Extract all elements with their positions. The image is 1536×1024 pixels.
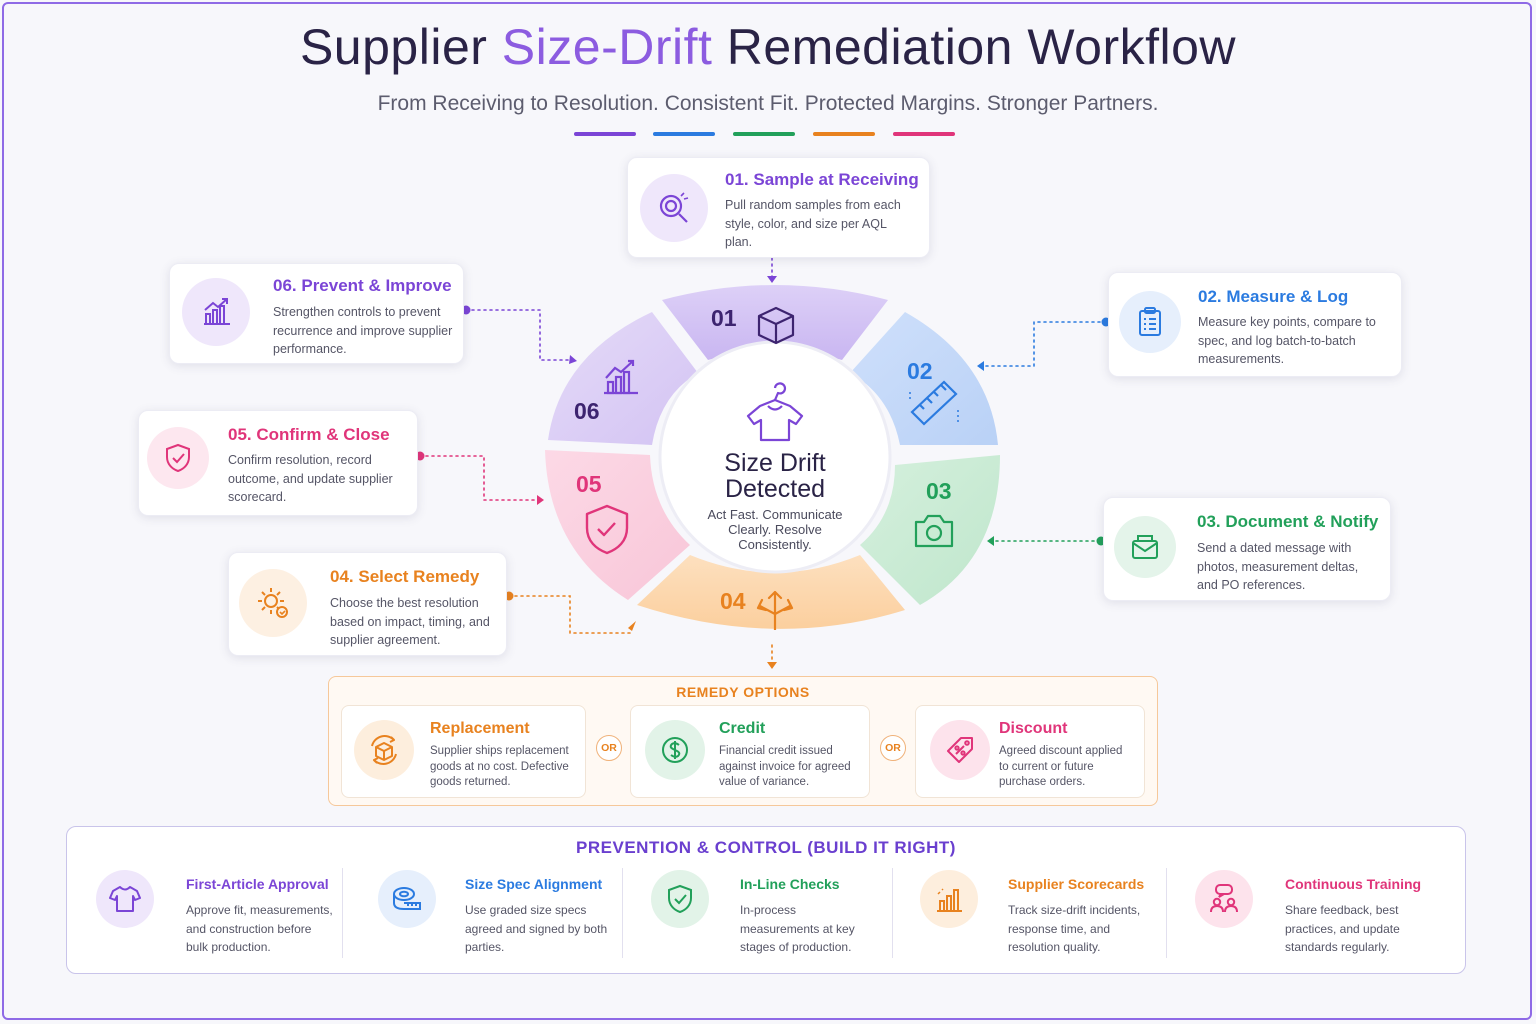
page-subtitle: From Receiving to Resolution. Consistent… xyxy=(377,92,1159,115)
prevention-title-first-article: First-Article Approval xyxy=(186,876,329,892)
remedy-desc-discount: Agreed discount applied to current or fu… xyxy=(999,745,1123,788)
remedy-title-discount: Discount xyxy=(999,720,1068,737)
remedy-title-credit: Credit xyxy=(719,720,766,737)
bar-chart-icon xyxy=(920,870,978,928)
remedy-card-credit: Credit Financial credit issued against i… xyxy=(630,705,870,798)
prevention-item-training: Continuous Training Share feedback, best… xyxy=(1195,866,1435,966)
shirt-icon xyxy=(96,870,154,928)
shield-check-icon xyxy=(147,427,209,489)
divider-4 xyxy=(1166,868,1167,958)
accent-dash-green xyxy=(733,132,795,136)
gear-check-icon xyxy=(239,569,307,637)
dollar-icon xyxy=(645,720,705,780)
prevention-desc-first-article: Approve fit, measurements, and construct… xyxy=(186,903,333,954)
remedy-desc-replacement: Supplier ships replacement goods at no c… xyxy=(430,745,569,788)
prevention-item-size-spec: Size Spec Alignment Use graded size spec… xyxy=(378,866,618,966)
step-desc-05: Confirm resolution, record outcome, and … xyxy=(228,453,393,504)
step-card-03: 03. Document & Notify Send a dated messa… xyxy=(1103,497,1391,601)
workflow-wheel xyxy=(545,285,1000,630)
prevention-header: PREVENTION & CONTROL (BUILD IT RIGHT) xyxy=(576,838,956,857)
growth-chart-icon xyxy=(604,359,638,395)
wheel-segment-02 xyxy=(850,312,998,445)
divider-1 xyxy=(342,868,343,958)
accent-dash-orange xyxy=(813,132,875,136)
segment-label-03: 03 xyxy=(926,478,952,504)
remedy-title-replacement: Replacement xyxy=(430,720,530,737)
segment-label-06: 06 xyxy=(574,398,600,424)
step-card-01: 01. Sample at Receiving Pull random samp… xyxy=(627,157,930,258)
step-card-06: 06. Prevent & Improve Strengthen control… xyxy=(169,263,464,364)
prevention-title-scorecards: Supplier Scorecards xyxy=(1008,876,1145,892)
prevention-item-first-article: First-Article Approval Approve fit, meas… xyxy=(96,866,336,966)
page-title: Supplier Size-Drift Remediation Workflow xyxy=(299,19,1237,75)
step-title-04: 04. Select Remedy xyxy=(330,567,480,586)
shield-check-icon xyxy=(585,504,629,555)
divider-2 xyxy=(622,868,623,958)
magnifier-icon xyxy=(640,174,708,242)
box-icon xyxy=(757,306,795,345)
box-return-icon xyxy=(354,720,414,780)
prevention-desc-inline-checks: In-process measurements at key stages of… xyxy=(740,903,855,954)
shirt-hanger-icon xyxy=(746,382,804,442)
step-title-06: 06. Prevent & Improve xyxy=(273,276,452,295)
wheel-segment-04 xyxy=(637,555,905,629)
center-title: Size Drift Detected xyxy=(724,449,826,503)
clipboard-icon xyxy=(1119,291,1181,353)
ruler-icon xyxy=(909,380,959,426)
center-subtitle: Act Fast. Communicate Clearly. Resolve C… xyxy=(707,507,843,552)
envelope-icon xyxy=(1114,516,1176,578)
prevention-title-training: Continuous Training xyxy=(1285,876,1422,892)
step-desc-01: Pull random samples from each style, col… xyxy=(725,198,901,249)
segment-label-05: 05 xyxy=(576,471,602,497)
step-desc-02: Measure key points, compare to spec, and… xyxy=(1198,315,1376,366)
percent-tag-icon xyxy=(930,720,990,780)
segment-label-02: 02 xyxy=(907,358,933,384)
accent-dash-pink xyxy=(893,132,955,136)
step-title-01: 01. Sample at Receiving xyxy=(725,170,919,189)
step-desc-06: Strengthen controls to prevent recurrenc… xyxy=(273,305,453,356)
step-desc-04: Choose the best resolution based on impa… xyxy=(330,596,490,647)
step-card-05: 05. Confirm & Close Confirm resolution, … xyxy=(138,410,418,516)
step-title-03: 03. Document & Notify xyxy=(1197,512,1379,531)
prevention-title-inline-checks: In-Line Checks xyxy=(740,876,840,892)
step-title-02: 02. Measure & Log xyxy=(1198,287,1349,306)
bar-chart-icon xyxy=(182,278,250,346)
tape-measure-icon xyxy=(378,870,436,928)
prevention-item-inline-checks: In-Line Checks In-process measurements a… xyxy=(651,866,891,966)
segment-label-01: 01 xyxy=(711,305,737,331)
step-card-02: 02. Measure & Log Measure key points, co… xyxy=(1108,272,1402,377)
remedy-options-header: REMEDY OPTIONS xyxy=(676,684,810,700)
step-card-04: 04. Select Remedy Choose the best resolu… xyxy=(228,552,507,656)
shield-check-icon xyxy=(651,870,709,928)
prevention-item-scorecards: Supplier Scorecards Track size-drift inc… xyxy=(920,866,1160,966)
camera-icon xyxy=(914,514,954,548)
wheel-segment-05 xyxy=(545,450,690,600)
or-badge-2: OR xyxy=(880,735,906,761)
remedy-card-discount: Discount Agreed discount applied to curr… xyxy=(915,705,1145,798)
remedy-desc-credit: Financial credit issued against invoice … xyxy=(719,745,851,788)
prevention-title-size-spec: Size Spec Alignment xyxy=(465,876,603,892)
prevention-desc-size-spec: Use graded size specs agreed and signed … xyxy=(465,903,608,954)
divider-3 xyxy=(892,868,893,958)
prevention-desc-scorecards: Track size-drift incidents, response tim… xyxy=(1008,903,1141,954)
or-badge-1: OR xyxy=(596,735,622,761)
wheel-segment-03 xyxy=(860,455,1000,605)
split-arrows-icon xyxy=(756,590,794,630)
accent-dash-purple xyxy=(574,132,636,136)
segment-label-04: 04 xyxy=(720,588,746,614)
prevention-desc-training: Share feedback, best practices, and upda… xyxy=(1285,903,1400,954)
step-desc-03: Send a dated message with photos, measur… xyxy=(1197,541,1359,592)
accent-dash-blue xyxy=(653,132,715,136)
people-chat-icon xyxy=(1195,870,1253,928)
step-title-05: 05. Confirm & Close xyxy=(228,425,390,444)
remedy-card-replacement: Replacement Supplier ships replacement g… xyxy=(341,705,586,798)
